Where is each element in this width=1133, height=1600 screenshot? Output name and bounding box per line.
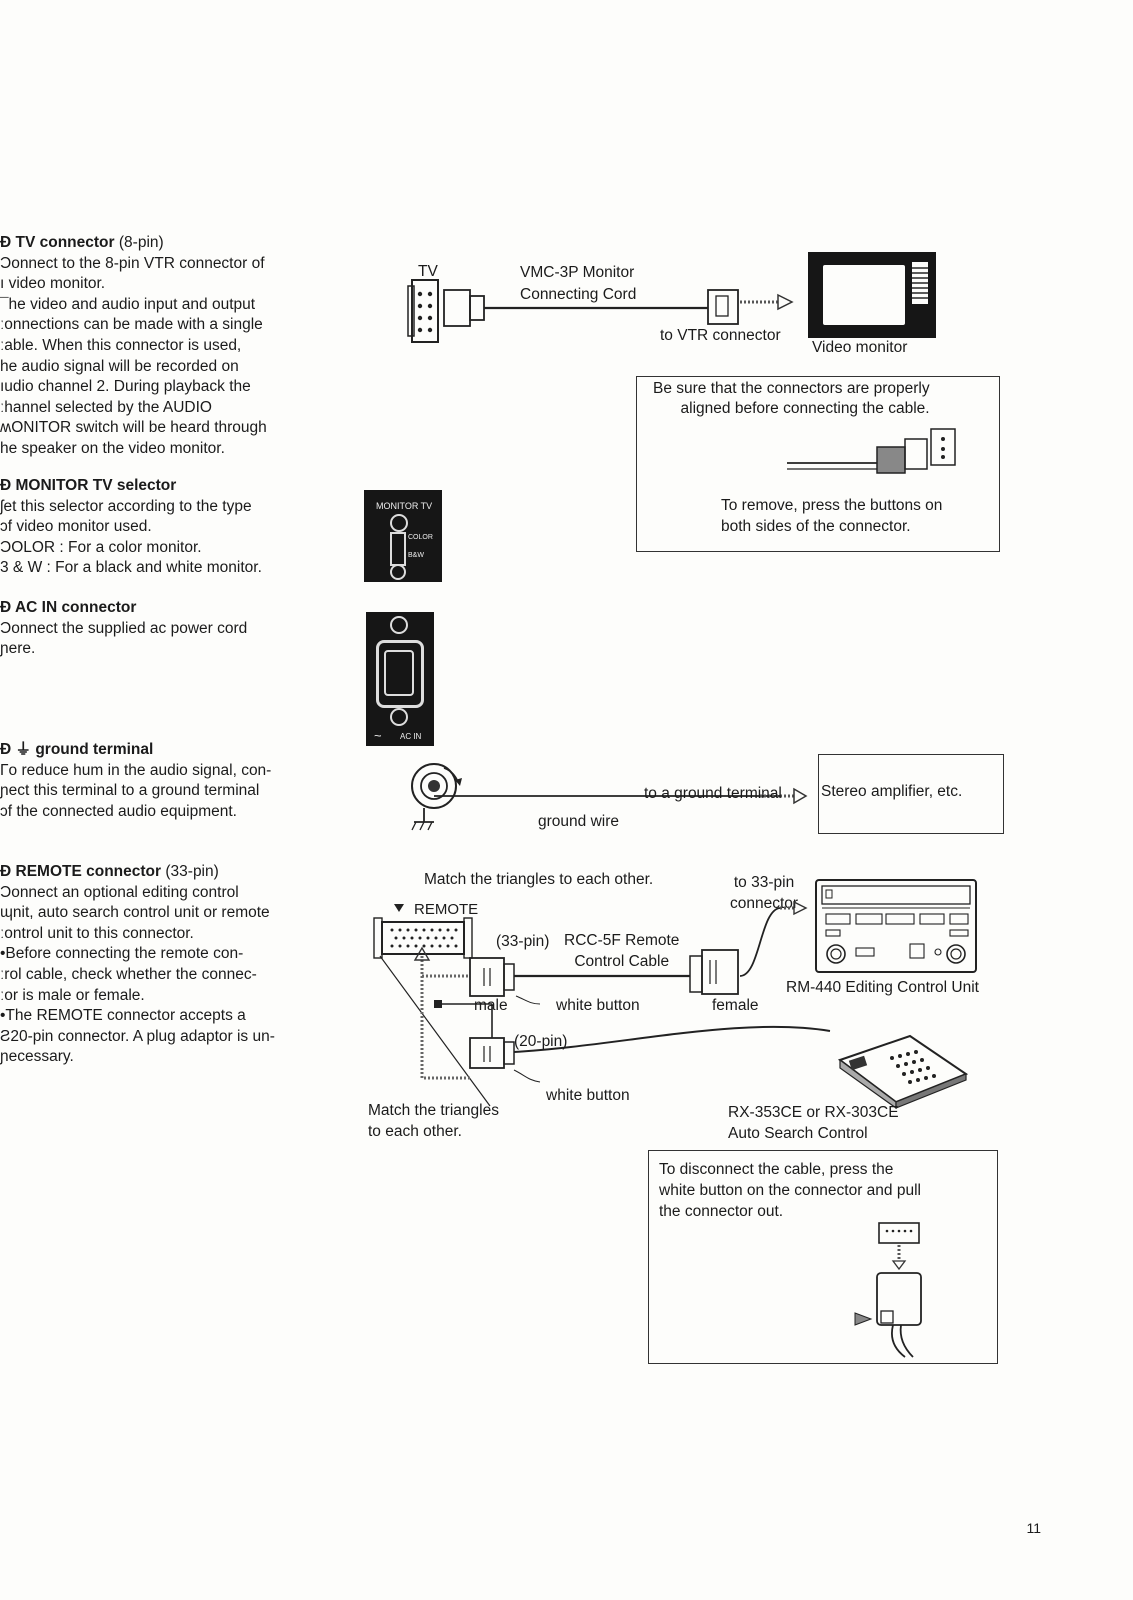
ac-in-panel: AC IN ~ <box>366 612 434 746</box>
cord-name-label: VMC-3P Monitor Connecting Cord <box>520 264 637 303</box>
male-33pin-plug-icon <box>469 957 515 997</box>
plug-left-icon <box>443 289 485 327</box>
ground-terminal-diagram <box>411 763 808 831</box>
connector-removal-icon <box>854 1222 922 1358</box>
section-pin: (8-pin) <box>118 234 164 251</box>
white-button-label-2: white button <box>546 1087 630 1104</box>
33pin-label: (33-pin) <box>496 933 550 950</box>
section-number: Ɖ <box>0 863 12 880</box>
section-title: REMOTE connector <box>15 863 162 880</box>
video-monitor-icon <box>808 252 936 338</box>
remote-port-label: REMOTE <box>414 901 479 918</box>
white-button-label-1: white button <box>556 997 640 1014</box>
tv-label: TV <box>418 263 438 280</box>
bw-label: B&W <box>408 552 424 559</box>
ground-to-label: to a ground terminal <box>644 785 782 802</box>
section-number: Ɖ <box>0 741 12 758</box>
page-number: 11 <box>1026 1520 1041 1536</box>
alignment-note-text: Be sure that the connectors are properly… <box>653 380 930 417</box>
20pin-plug-icon <box>469 1037 515 1069</box>
section-body: Ɔonnect an optional editing control ɰnit… <box>0 883 275 1066</box>
rm-440-editing-control-unit-icon <box>815 879 977 973</box>
section-heading: Ɖ AC IN connector <box>0 598 340 619</box>
20pin-label: (20-pin) <box>514 1033 568 1050</box>
section-heading: Ɖ TV connector (8-pin) <box>0 233 340 254</box>
disconnect-note: To disconnect the cable, press the white… <box>648 1150 998 1364</box>
monitor-tv-panel: MONITOR TV COLOR B&W <box>364 490 442 582</box>
tv-connector-diagram <box>407 279 794 343</box>
ac-wave-icon: ~ <box>374 728 382 743</box>
section-heading: Ɖ MONITOR TV selector <box>0 476 340 497</box>
section-heading: Ɖ REMOTE connector (33-pin) <box>0 862 340 883</box>
stereo-amplifier-box: Stereo amplifier, etc. <box>818 754 1004 834</box>
section-title: AC IN connector <box>14 599 137 616</box>
section-body: Ɔonnect to the 8-pin VTR connector of ı … <box>0 254 267 457</box>
stereo-amplifier-label: Stereo amplifier, etc. <box>821 783 963 800</box>
remote-connection-diagram <box>373 900 831 1107</box>
monitor-tv-panel-label: MONITOR TV <box>376 501 433 511</box>
ac-socket-icon <box>376 640 424 708</box>
vtr-connector-label: to VTR connector <box>660 327 781 344</box>
match-triangles-top-label: Match the triangles to each other. <box>424 871 654 888</box>
connector-closeup-icon <box>787 428 956 474</box>
female-label: female <box>712 997 759 1014</box>
section-pin: (33-pin) <box>165 863 219 880</box>
plug-right-icon <box>707 289 739 325</box>
rm-440-label: RM-440 Editing Control Unit <box>786 979 979 996</box>
ac-in-label: AC IN <box>400 732 422 741</box>
section-number: Ɖ <box>0 599 12 616</box>
section-number: Ɖ <box>0 234 12 251</box>
female-33pin-plug-icon <box>689 949 739 995</box>
ac-screw-top-icon <box>390 616 408 634</box>
match-triangles-bottom-label: Match the triangles to each other. <box>368 1102 499 1140</box>
section-title: MONITOR TV selector <box>15 477 177 494</box>
remote-33pin-port-icon <box>373 917 473 959</box>
section-monitor-tv-selector: Ɖ MONITOR TV selector ʃet this selector … <box>0 476 340 579</box>
section-remote-connector: Ɖ REMOTE connector (33-pin) Ɔonnect an o… <box>0 862 340 1068</box>
section-body: ʃet this selector according to the type … <box>0 497 262 577</box>
section-heading: Ɖ ⏚ ground terminal <box>0 740 340 761</box>
ground-wire-label: ground wire <box>538 813 619 830</box>
section-tv-connector: Ɖ TV connector (8-pin) Ɔonnect to the 8-… <box>0 233 340 460</box>
section-body: Ɔonnect the supplied ac power cord ɲere. <box>0 619 248 658</box>
section-title: ⏚ ground terminal <box>15 741 154 758</box>
connector-alignment-note: Be sure that the connectors are properly… <box>636 376 1000 552</box>
selector-top-icon <box>390 514 408 532</box>
selector-switch[interactable] <box>390 532 406 566</box>
section-body: Γo reduce hum in the audio signal, con- … <box>0 761 272 820</box>
section-ac-in-connector: Ɖ AC IN connector Ɔonnect the supplied a… <box>0 598 340 660</box>
rx-353ce-remote-icon <box>837 1034 969 1110</box>
male-label: male <box>474 997 508 1014</box>
disconnect-note-text: To disconnect the cable, press the white… <box>659 1161 921 1220</box>
rx-353ce-label: RX-353CE or RX-303CE Auto Search Control <box>728 1104 899 1142</box>
triangle-marker-icon <box>394 904 404 912</box>
rcc-5f-cable-label: RCC-5F Remote Control Cable <box>564 932 680 970</box>
selector-bottom-icon <box>390 564 406 580</box>
tv-port-icon <box>407 279 439 343</box>
ac-screw-bottom-icon <box>390 708 408 726</box>
section-ground-terminal: Ɖ ⏚ ground terminal Γo reduce hum in the… <box>0 740 340 822</box>
section-number: Ɖ <box>0 477 12 494</box>
color-label: COLOR <box>408 534 433 541</box>
video-monitor-label: Video monitor <box>812 339 908 356</box>
remove-note-text: To remove, press the buttons on both sid… <box>721 497 943 535</box>
section-title: TV connector <box>15 234 115 251</box>
